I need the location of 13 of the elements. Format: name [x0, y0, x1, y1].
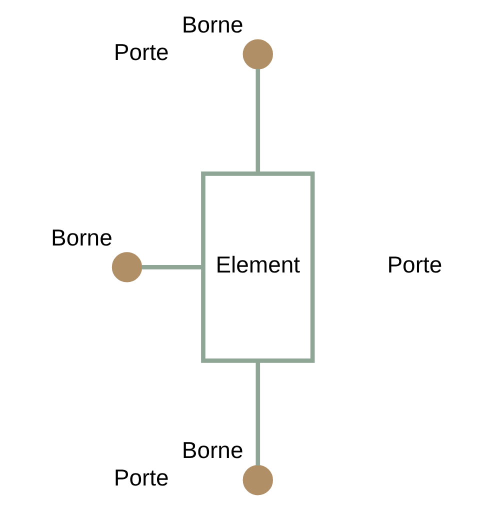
- node-circle: [111, 252, 142, 282]
- connector: [141, 265, 203, 270]
- label: Porte: [113, 38, 168, 65]
- connector: [255, 360, 260, 466]
- label: Porte: [386, 252, 442, 278]
- label: Porte: [113, 464, 168, 491]
- node-circle: [242, 464, 272, 496]
- node-box: Element: [200, 172, 314, 363]
- connector: [255, 68, 260, 174]
- node-circle: [242, 39, 272, 70]
- node-label: Borne: [181, 437, 243, 464]
- node-label: Borne: [50, 224, 112, 250]
- node-label: Borne: [181, 11, 243, 38]
